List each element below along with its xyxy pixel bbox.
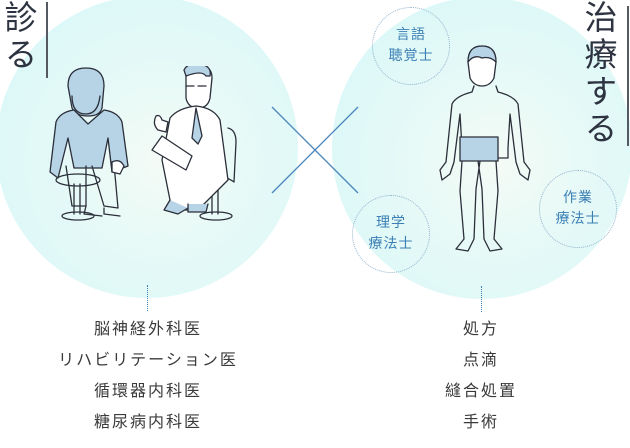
badge-line1: 理学 [376, 215, 406, 231]
body-illustration [439, 45, 531, 252]
badge-line2: 聴覚士 [388, 48, 434, 64]
treat-title: 治療する [579, 0, 618, 148]
list-item: 手術 [462, 412, 499, 431]
badge-line2: 療法士 [368, 236, 414, 252]
diagnose-circle-background [0, 0, 298, 298]
list-item: 脳神経外科医 [93, 319, 202, 338]
list-item: 点滴 [462, 350, 499, 369]
treat-dotted-connector [481, 286, 482, 312]
diagnose-title: 診る [0, 0, 38, 74]
treat-title-divider [627, 6, 629, 146]
list-item: リハビリテーション医 [58, 350, 238, 369]
diagnose-title-divider [46, 2, 48, 78]
list-item: 縫合処置 [444, 381, 517, 400]
list-item: 処方 [462, 319, 499, 338]
consultation-illustration [49, 66, 237, 221]
occupational-therapist-badge: 作業 療法士 [539, 170, 617, 248]
cross-icon [271, 106, 359, 194]
list-item: 循環器内科医 [93, 381, 202, 400]
badge-line1: 作業 [563, 190, 593, 206]
badge-line2: 療法士 [555, 211, 601, 227]
diagnose-dotted-connector [147, 285, 148, 311]
treat-action-list: 処方 点滴 縫合処置 手術 [410, 313, 552, 437]
list-item: 糖尿病内科医 [93, 412, 202, 431]
physical-therapist-badge: 理学 療法士 [352, 195, 430, 273]
badge-line1: 言語 [396, 27, 426, 43]
diagnose-role-list: 脳神経外科医 リハビリテーション医 循環器内科医 糖尿病内科医 [20, 313, 276, 437]
speech-therapist-badge: 言語 聴覚士 [372, 7, 450, 85]
